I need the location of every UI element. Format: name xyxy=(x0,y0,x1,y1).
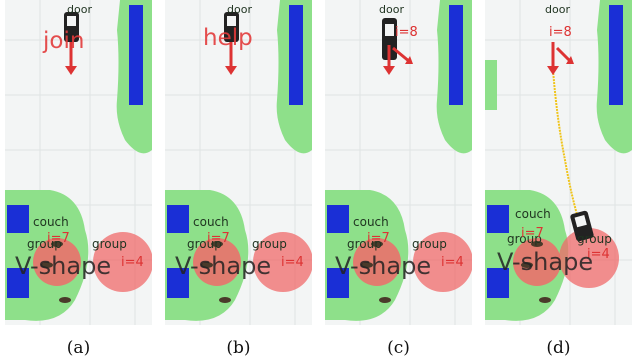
caption-d: (d) xyxy=(546,338,571,358)
panel-d: door i=8 couch group group i=7 i=4 V-sha… xyxy=(485,0,632,325)
robot xyxy=(382,18,413,75)
door-label: door xyxy=(379,3,404,16)
wall-right xyxy=(609,5,623,105)
person-icon xyxy=(521,262,533,268)
group-label-right: group xyxy=(577,232,612,246)
group-label-left: group xyxy=(507,232,542,246)
group-label-right: group xyxy=(252,237,287,251)
wall-right xyxy=(129,5,143,105)
person-zone-left xyxy=(33,238,81,286)
door-label: door xyxy=(227,3,252,16)
person-icon xyxy=(59,297,71,303)
index-label-left: i=7 xyxy=(367,231,390,246)
couch-obstacle xyxy=(487,205,509,233)
couch-obstacle xyxy=(167,205,189,233)
table-obstacle xyxy=(167,268,189,298)
robot xyxy=(224,12,239,75)
person-icon xyxy=(371,241,383,247)
index-label-right: i=4 xyxy=(587,247,610,262)
person-icon xyxy=(219,297,231,303)
index-label-right: i=4 xyxy=(281,255,304,270)
person-zone-right xyxy=(93,232,152,292)
person-icon xyxy=(539,297,551,303)
table-obstacle xyxy=(487,268,509,298)
index-label-right: i=4 xyxy=(441,255,464,270)
door-label: door xyxy=(545,3,570,16)
command-label: join xyxy=(42,28,84,54)
person-zone-right xyxy=(559,228,619,288)
index-label-left: i=7 xyxy=(207,231,230,246)
person-zone-left xyxy=(353,238,401,286)
couch-label: couch xyxy=(33,215,69,229)
panel-b: door help couch group group i=7 i=4 V-sh… xyxy=(165,0,312,325)
formation-label: V-shape xyxy=(175,252,271,280)
group-label-left: group xyxy=(27,237,62,251)
table-obstacle xyxy=(7,268,29,298)
panel-a: door join couch group group i=7 i=4 V-sh… xyxy=(5,0,152,325)
group-label-right: group xyxy=(412,237,447,251)
person-icon xyxy=(361,262,373,268)
couch-label: couch xyxy=(353,215,389,229)
person-zone-left xyxy=(513,238,561,286)
table-obstacle xyxy=(327,268,349,298)
person-icon xyxy=(531,241,543,247)
group-label-right: group xyxy=(92,237,127,251)
person-zone-right xyxy=(413,232,472,292)
formation-label: V-shape xyxy=(335,252,431,280)
command-label: help xyxy=(203,25,253,51)
caption-a: (a) xyxy=(66,338,91,358)
person-icon xyxy=(211,241,223,247)
person-zone-right xyxy=(253,232,312,292)
index-label-top: i=8 xyxy=(395,25,418,40)
index-label-top: i=8 xyxy=(549,25,572,40)
person-icon xyxy=(379,297,391,303)
planned-path xyxy=(552,69,581,226)
person-icon xyxy=(41,262,53,268)
caption-c: (c) xyxy=(387,338,410,358)
couch-label: couch xyxy=(193,215,229,229)
group-label-left: group xyxy=(347,237,382,251)
group-label-left: group xyxy=(187,237,222,251)
index-label-left: i=7 xyxy=(47,231,70,246)
person-zone-left xyxy=(193,238,241,286)
person-icon xyxy=(51,241,63,247)
wall-right xyxy=(289,5,303,105)
couch-obstacle xyxy=(327,205,349,233)
index-label-left: i=7 xyxy=(521,226,544,241)
index-label-right: i=4 xyxy=(121,255,144,270)
goal-arrow xyxy=(547,42,574,75)
formation-label: V-shape xyxy=(497,248,593,276)
formation-label: V-shape xyxy=(15,252,111,280)
couch-obstacle xyxy=(7,205,29,233)
robot xyxy=(64,12,79,75)
caption-b: (b) xyxy=(226,338,251,358)
wall-right xyxy=(449,5,463,105)
person-icon xyxy=(201,262,213,268)
robot xyxy=(570,210,594,242)
door-label: door xyxy=(67,3,92,16)
inflation-zone-left-wall xyxy=(485,60,497,110)
panel-c: door i=8 couch group group i=7 i=4 V-sha… xyxy=(325,0,472,325)
couch-label: couch xyxy=(515,207,551,221)
